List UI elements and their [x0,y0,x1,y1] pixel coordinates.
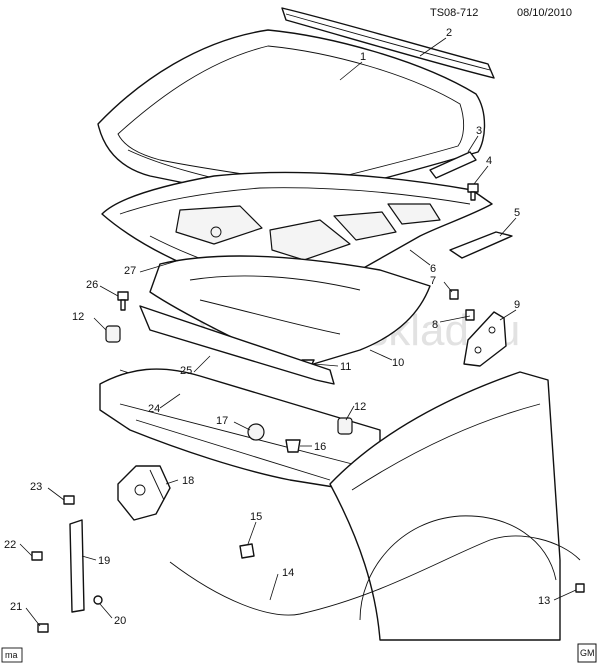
part-26-bolt [117,291,129,311]
part-16-clip [285,439,301,453]
part-19-latch-support [69,519,85,613]
callout-22: 22 [4,539,16,551]
callout-14: 14 [282,567,294,579]
part-20-nut [93,595,103,605]
part-15-clip [239,543,255,559]
callout-8: 8 [432,319,438,331]
part-3-bumper-strip [429,151,477,179]
part-21-bolt [37,623,49,633]
callout-18: 18 [182,475,194,487]
part-7-bolt [449,289,459,300]
callout-11: 11 [340,361,351,373]
part-12-bumper-right [337,417,353,435]
corner-tag: ma [5,650,18,660]
callout-3: 3 [476,125,482,137]
part-23-bolt [63,495,75,505]
callout-25: 25 [180,365,192,377]
part-17-bumper [247,423,265,441]
diagram-code: TS08-712 [430,7,478,19]
part-18-hood-latch [117,465,171,521]
callout-27: 27 [124,265,136,277]
part-4-bolt [467,183,479,201]
callout-12a: 12 [72,311,84,323]
part-14-release-cable [169,535,581,616]
gm-logo-text: GM [580,648,595,658]
callout-21: 21 [10,601,22,613]
part-13-bolt [575,583,585,593]
callout-numbers: 1 2 3 4 5 6 7 8 9 10 11 12 12 13 14 15 1… [4,27,550,627]
callout-7: 7 [430,275,436,287]
callout-16: 16 [314,441,326,453]
callout-6: 6 [430,263,436,275]
callout-20: 20 [114,615,126,627]
part-25-front-seal [139,305,335,385]
radiator-support [99,368,381,489]
callout-24: 24 [148,403,160,415]
fender [329,371,561,641]
callout-5: 5 [514,207,520,219]
corner-tag-box [1,647,23,663]
callout-17: 17 [216,415,228,427]
part-22-bolt [31,551,43,561]
callout-15: 15 [250,511,262,523]
callout-9: 9 [514,299,520,311]
part-5-hinge-bracket [449,231,513,259]
callout-12b: 12 [354,401,366,413]
part-8-bolt [465,309,475,321]
callout-1: 1 [360,51,366,63]
part-1-hood-panel [97,29,486,205]
callout-13: 13 [538,595,550,607]
part-9-hood-hinge [463,311,507,367]
diagram-date: 08/10/2010 [517,7,572,19]
callout-19: 19 [98,555,110,567]
callout-2: 2 [446,27,452,39]
part-10-hood-insulator [149,255,431,369]
leader-lines [19,37,577,627]
part-2-hood-seal [281,7,495,79]
part-12-bumper-left [105,325,121,343]
callout-23: 23 [30,481,42,493]
gm-logo: GM [577,643,597,663]
callout-4: 4 [486,155,492,167]
callout-26: 26 [86,279,98,291]
callout-10: 10 [392,357,404,369]
